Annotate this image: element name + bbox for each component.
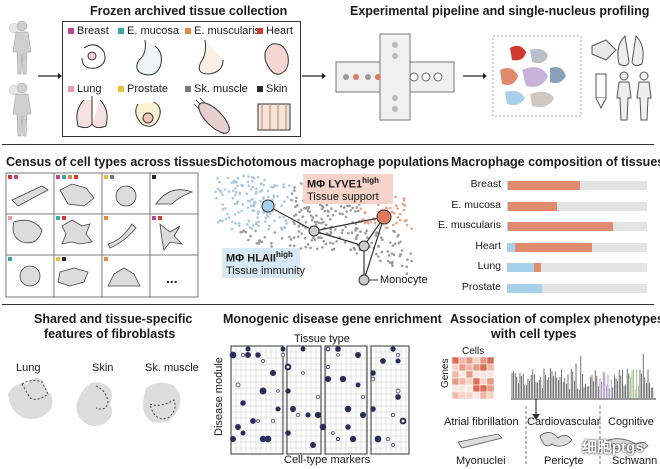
tissue-skin: Skin [257, 83, 287, 95]
pipeline-title: Experimental pipeline and single-nucleus… [350, 4, 650, 18]
fibro-lung: Lung [16, 362, 41, 374]
monogenic-title: Monogenic disease gene enrichment [223, 312, 442, 326]
frozen-box [62, 21, 301, 137]
pheno-label-schwann: Schwann [612, 455, 658, 467]
pheno-label-cv: Cardiovascular [527, 416, 601, 428]
composition-bar [507, 242, 647, 252]
hla-desc: Tissue immunity [226, 265, 306, 277]
composition-label: Lung [477, 260, 501, 272]
lyve1-label: MΦ LYVE1high [307, 176, 379, 191]
fibroblast-title-2: features of fibroblasts [44, 327, 176, 341]
composition-bar [507, 222, 647, 231]
pheno-label-myonuclei: Myonuclei [456, 455, 506, 467]
tissue-e-muscularis: E. muscularis [185, 25, 260, 37]
tissue-breast: Breast [68, 25, 109, 37]
composition-bar-lyve1 [515, 242, 593, 252]
phenotype-title-2: with cell types [491, 327, 577, 341]
tissue-prostate: Prostate [118, 83, 168, 95]
fibro-skin: Skin [92, 362, 114, 374]
composition-bar-hla [507, 263, 534, 272]
macrophage-pops-title: Dichotomous macrophage populations [217, 155, 449, 169]
composition-bar [507, 263, 647, 272]
census-more: ... [166, 270, 178, 286]
composition-bar-lyve1 [508, 201, 558, 211]
composition-bar [507, 283, 647, 293]
monogenic-top: Tissue type [294, 333, 350, 345]
census-title: Census of cell types across tissues [6, 155, 218, 169]
composition-label: E. muscularis [437, 219, 501, 231]
composition-bar-hla [507, 283, 542, 293]
hla-label: MΦ HLAIIhigh [226, 250, 293, 265]
tissue-sk-muscle: Sk. muscle [185, 83, 248, 95]
composition-label: Prostate [461, 280, 501, 293]
composition-bar-hla [507, 242, 516, 252]
monogenic-bottom: Cell-type markers [284, 454, 371, 466]
hla-box [222, 248, 300, 278]
fibroblast-title-1: Shared and tissue-specific [34, 312, 193, 326]
fibro-sk-muscle: Sk. muscle [145, 362, 199, 374]
cells-label: Cells [462, 346, 485, 357]
composition-label: E. mucosa [451, 198, 501, 211]
frozen-title: Frozen archived tissue collection [90, 4, 288, 18]
composition-bar-lyve1 [508, 222, 614, 231]
watermark: 细胞ptgs [582, 439, 644, 456]
lyve1-desc: Tissue support [307, 191, 379, 203]
composition-bar-lyve1 [533, 263, 541, 272]
composition-bar [507, 181, 647, 190]
composition-bar-hla [507, 181, 509, 190]
pheno-label-af: Atrial fibrillation [444, 416, 519, 428]
composition-bar-hla [507, 201, 509, 211]
composition-label: Heart [475, 239, 501, 252]
pheno-label-pericyte: Pericyte [544, 455, 584, 467]
tissue-e-mucosa: E. mucosa [118, 25, 179, 37]
tissue-heart: Heart [257, 25, 293, 37]
composition-label: Breast [470, 178, 501, 190]
phenotype-title-1: Association of complex phenotypes [450, 312, 660, 326]
composition-bar-hla [507, 222, 509, 231]
composition-bar-lyve1 [508, 181, 580, 190]
monocyte-label: Monocyte [380, 274, 428, 286]
composition-bar [507, 201, 647, 211]
tissue-lung: Lung [68, 83, 101, 95]
composition-title: Macrophage composition of tissues [451, 155, 660, 169]
lyve1-box [303, 174, 393, 204]
pheno-label-cog: Cognitive [608, 416, 654, 428]
